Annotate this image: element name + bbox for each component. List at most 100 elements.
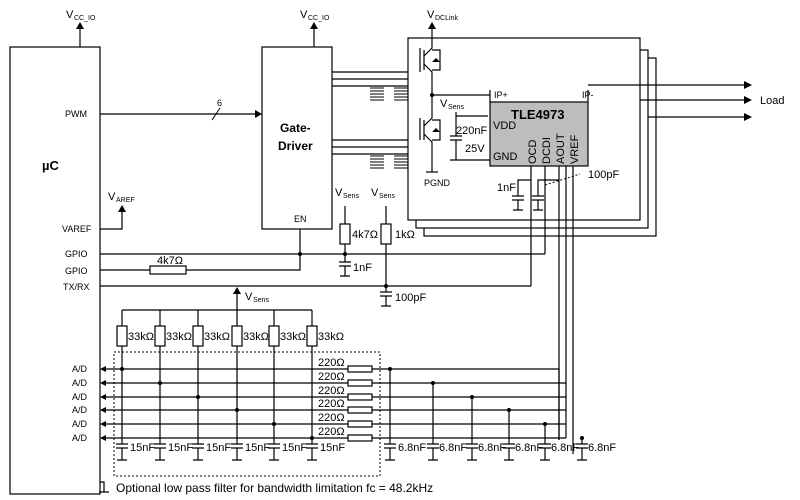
c15n-label: 15nF <box>130 442 155 454</box>
pgnd-label: PGND <box>424 178 451 188</box>
vcc-io-supply-left: V CC_IO <box>66 9 96 47</box>
svg-text:220nF: 220nF <box>456 125 487 137</box>
pullup-4k7: V Sens 4k7Ω 1nF <box>335 187 378 277</box>
pin-pwm-label: PWM <box>65 109 87 119</box>
capacitor-1nf-ocd: 1nF <box>497 179 531 211</box>
pin-gpio2-label: GPIO <box>65 266 88 276</box>
gate-driver-label-1: Gate- <box>280 121 311 135</box>
svg-text:100pF: 100pF <box>395 292 426 304</box>
svg-text:1nF: 1nF <box>353 262 372 274</box>
c6n8-label: 6.8nF <box>398 442 426 454</box>
sensor-pin-ocd: OCD <box>527 140 539 165</box>
igbt-low-side <box>419 95 441 172</box>
sensor-box <box>489 101 589 167</box>
svg-text:100pF: 100pF <box>588 169 619 181</box>
ad-input-arrows <box>100 366 106 441</box>
r220-label: 220Ω <box>318 426 345 438</box>
svg-text:V: V <box>440 98 448 110</box>
svg-text:Sens: Sens <box>379 193 395 200</box>
svg-text:DCLink: DCLink <box>435 15 458 22</box>
svg-text:CC_IO: CC_IO <box>308 15 330 22</box>
lowpass-filter-boundary <box>113 351 381 477</box>
igbt-high-side <box>419 38 441 95</box>
r33k-label: 33kΩ <box>166 331 192 343</box>
svg-text:V: V <box>108 191 116 203</box>
svg-text:V: V <box>245 291 253 303</box>
c15n-label: 15nF <box>206 442 231 454</box>
vdclink-supply: V DCLink <box>427 9 458 38</box>
svg-text:V: V <box>371 187 379 199</box>
svg-text:1nF: 1nF <box>497 182 516 194</box>
gate-driver: Gate- Driver EN <box>261 46 420 230</box>
pin-ad-label: A/D <box>72 392 88 402</box>
pwm-bus: 6 <box>100 98 262 121</box>
pullup-1k: V Sens 1kΩ 100pF <box>371 187 426 307</box>
gate-driver-label-2: Driver <box>278 139 313 153</box>
r220-label: 220Ω <box>318 385 345 397</box>
svg-text:V: V <box>335 187 343 199</box>
sensor-pin-vdd: VDD <box>493 120 516 132</box>
r220-label: 220Ω <box>318 412 345 424</box>
pin-ad-label: A/D <box>72 433 88 443</box>
c15n-label: 15nF <box>168 442 193 454</box>
svg-text:4k7Ω: 4k7Ω <box>352 229 378 241</box>
pin-ad-label: A/D <box>72 419 88 429</box>
svg-text:4k7Ω: 4k7Ω <box>157 255 183 267</box>
svg-text:CC_IO: CC_IO <box>74 15 96 22</box>
sensor-pin-aout: AOUT <box>555 133 567 164</box>
sensor-pin-vref: VREF <box>569 134 581 164</box>
c15n-label: 15nF <box>282 442 307 454</box>
c6n8-label: 6.8nF <box>515 442 543 454</box>
ad-filter-lines: 220Ω 220Ω 220Ω 220Ω 220Ω 220Ω <box>106 357 566 442</box>
pin-varef-label: VAREF <box>62 224 92 234</box>
pin-ad-label: A/D <box>72 405 88 415</box>
svg-text:V: V <box>300 9 308 21</box>
r33k-label: 33kΩ <box>204 331 230 343</box>
svg-text:Sens: Sens <box>343 193 359 200</box>
sensor-name: TLE4973 <box>511 107 564 122</box>
ad-pin-labels: A/D A/D A/D A/D A/D A/D <box>72 364 88 443</box>
c6n8-label: 6.8nF <box>478 442 506 454</box>
pin-ad-label: A/D <box>72 378 88 388</box>
r33k-label: 33kΩ <box>243 331 269 343</box>
svg-text:AREF: AREF <box>116 197 135 204</box>
svg-text:V: V <box>427 9 435 21</box>
r220-label: 220Ω <box>318 398 345 410</box>
c6n8-label: 6.8nF <box>439 442 467 454</box>
svg-text:1kΩ: 1kΩ <box>395 229 415 241</box>
pin-ad-label: A/D <box>72 364 88 374</box>
load-outputs: Load <box>588 81 784 121</box>
c6n8-label: 6.8nF <box>588 442 616 454</box>
gate-driver-box <box>261 46 333 230</box>
varef-supply: V AREF <box>100 191 135 230</box>
pin-gpio1-label: GPIO <box>65 249 88 259</box>
capacitors-6n8f: 6.8nF 6.8nF 6.8nF 6.8nF 6.8nF 6.8nF <box>384 166 616 461</box>
tle4973-sensor: TLE4973 VDD GND OCD DCDI AOUT VREF IP+ I… <box>462 90 619 454</box>
microcontroller: µC PWM VAREF GPIO GPIO TX/RX A/D A/D A/D… <box>9 46 109 495</box>
pin-txrx-label: TX/RX <box>63 282 90 292</box>
load-label: Load <box>760 95 784 107</box>
capacitor-100pf-aout: 100pF <box>532 169 619 211</box>
sensor-pin-gnd: GND <box>493 151 518 163</box>
svg-text:V: V <box>66 9 74 21</box>
c6n8-label: 6.8nF <box>551 442 579 454</box>
sensor-pin-dcdi: DCDI <box>541 137 553 164</box>
r33k-label: 33kΩ <box>128 331 154 343</box>
svg-text:Sens: Sens <box>448 104 464 111</box>
resistor-33k-row <box>116 310 318 444</box>
r220-label: 220Ω <box>318 357 345 369</box>
footnote: Optional low pass filter for bandwidth l… <box>116 481 433 495</box>
control-lines: 4k7Ω V Sens 4k7Ω 1nF V Sens 1kΩ 100pF <box>100 187 546 307</box>
r220-label: 220Ω <box>318 371 345 383</box>
svg-text:Sens: Sens <box>253 297 269 304</box>
c15n-label: 15nF <box>245 442 270 454</box>
c15n-label: 15nF <box>320 442 345 454</box>
capacitors-15nf: 15nF 15nF 15nF 15nF 15nF 15nF <box>116 442 345 461</box>
r33k-label: 33kΩ <box>280 331 306 343</box>
svg-text:25V: 25V <box>465 143 485 155</box>
resistor-network-33k: V Sens 33kΩ 33kΩ 33kΩ 33kΩ 33kΩ 33kΩ <box>116 287 344 444</box>
capacitor-220nf: 220nF 25V <box>450 124 487 161</box>
gate-driver-en-label: EN <box>294 214 307 224</box>
r33k-label: 33kΩ <box>318 331 344 343</box>
